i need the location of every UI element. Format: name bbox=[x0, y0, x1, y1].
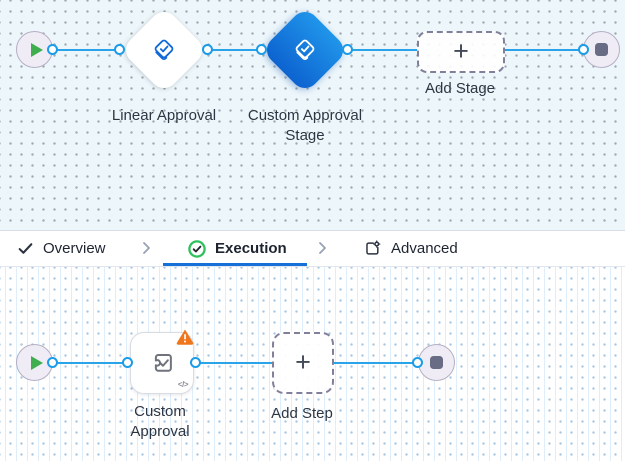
settings-square-icon bbox=[364, 240, 381, 257]
check-icon bbox=[17, 240, 34, 257]
connector-port[interactable] bbox=[47, 357, 58, 368]
check-circle-green-icon bbox=[188, 239, 206, 258]
chevron-right-icon bbox=[315, 240, 329, 256]
node-label-add-stage: Add Stage bbox=[424, 80, 496, 97]
puzzle-check-icon bbox=[147, 348, 177, 378]
node-label-linear-approval: Linear Approval bbox=[111, 107, 217, 124]
approval-icon bbox=[292, 37, 318, 63]
edge bbox=[505, 49, 584, 51]
play-icon bbox=[30, 42, 43, 57]
step-canvas[interactable]: </> + Custom Approval Add Step bbox=[0, 267, 625, 461]
stop-icon bbox=[595, 43, 608, 56]
approval-icon bbox=[151, 37, 177, 63]
add-step-button[interactable]: + bbox=[272, 332, 334, 394]
play-icon bbox=[30, 355, 43, 370]
tab-advanced[interactable]: Advanced bbox=[364, 231, 458, 266]
stop-icon bbox=[430, 356, 443, 369]
plus-icon: + bbox=[295, 346, 311, 377]
start-node[interactable] bbox=[16, 344, 53, 381]
connector-port[interactable] bbox=[578, 44, 589, 55]
connector-port[interactable] bbox=[114, 44, 125, 55]
stage-tabbar: Overview Execution Advanced bbox=[0, 230, 625, 267]
tab-overview[interactable]: Overview bbox=[17, 231, 106, 266]
stage-canvas[interactable]: + Linear Approval Custom Approval Stage … bbox=[0, 0, 625, 230]
connector-port[interactable] bbox=[342, 44, 353, 55]
connector-port[interactable] bbox=[256, 44, 267, 55]
stage-node-linear-approval[interactable] bbox=[120, 6, 208, 94]
connector-port[interactable] bbox=[412, 357, 423, 368]
tab-label: Advanced bbox=[391, 240, 458, 257]
connector-port[interactable] bbox=[190, 357, 201, 368]
edge bbox=[53, 362, 128, 364]
connector-port[interactable] bbox=[47, 44, 58, 55]
end-node[interactable] bbox=[418, 344, 455, 381]
edge bbox=[196, 362, 272, 364]
active-tab-underline bbox=[163, 263, 307, 266]
edge bbox=[53, 49, 120, 51]
tab-execution[interactable]: Execution bbox=[188, 231, 287, 266]
chevron-right-icon bbox=[139, 240, 153, 256]
add-stage-button[interactable]: + bbox=[417, 31, 505, 73]
plus-icon: + bbox=[453, 35, 469, 66]
tab-label: Overview bbox=[43, 240, 106, 257]
edge bbox=[334, 362, 418, 364]
start-node[interactable] bbox=[16, 31, 53, 68]
connector-port[interactable] bbox=[202, 44, 213, 55]
edge bbox=[348, 49, 417, 51]
warning-icon bbox=[176, 328, 194, 345]
node-label-custom-approval: Custom Approval bbox=[130, 403, 190, 440]
node-label-add-step: Add Step bbox=[271, 405, 333, 422]
connector-port[interactable] bbox=[122, 357, 133, 368]
edge bbox=[208, 49, 262, 51]
code-icon: </> bbox=[177, 380, 189, 389]
stage-node-custom-approval-stage[interactable] bbox=[261, 6, 349, 94]
node-label-custom-approval-stage: Custom Approval Stage bbox=[247, 107, 363, 144]
tab-label: Execution bbox=[215, 240, 287, 257]
